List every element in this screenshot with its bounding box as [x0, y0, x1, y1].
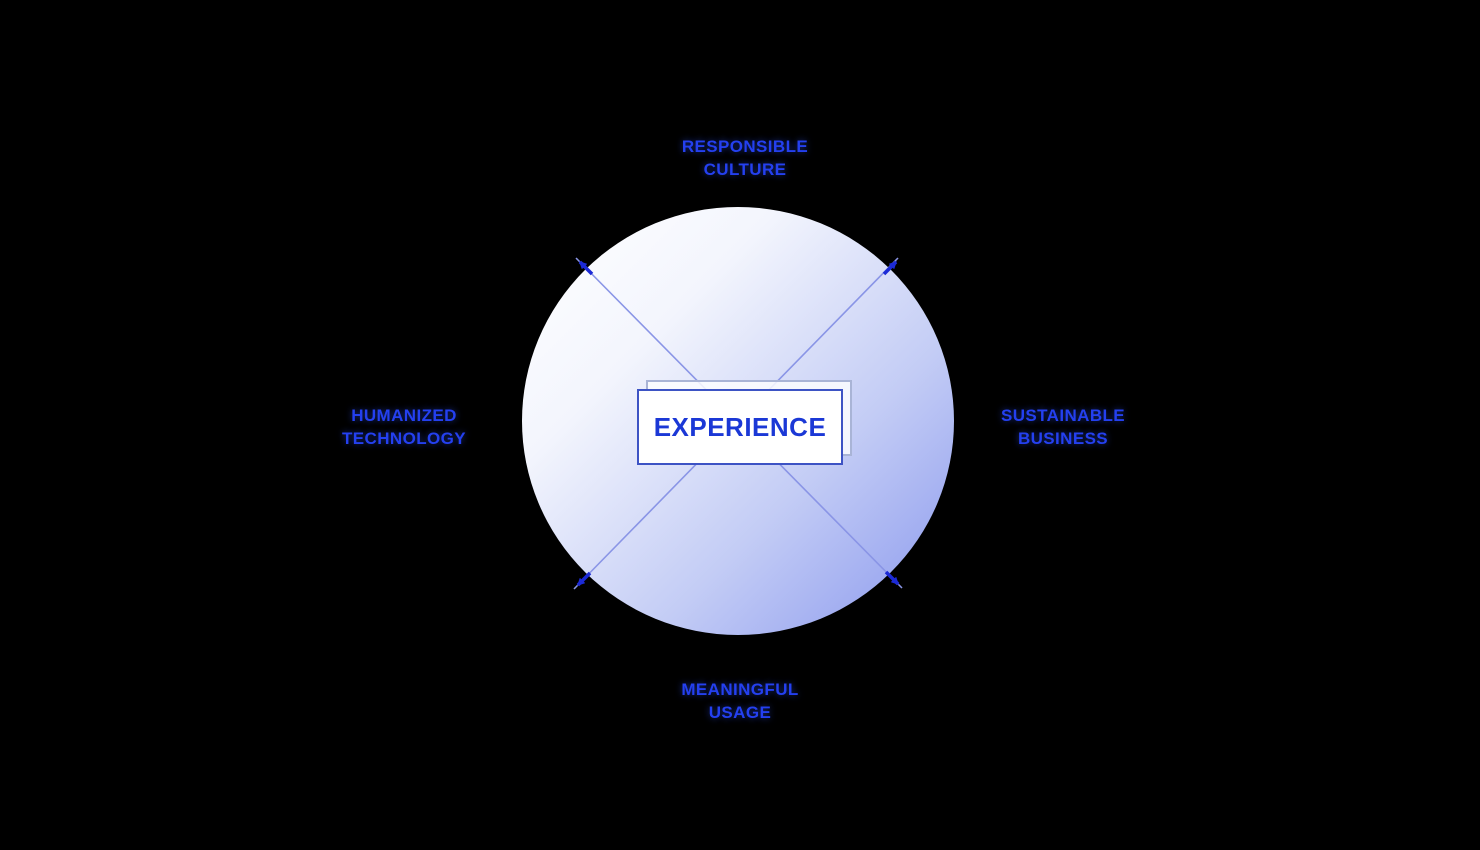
arrow-top-left-icon [578, 260, 594, 276]
node-label-line: SUSTAINABLE [1000, 406, 1126, 425]
node-label-responsible-culture: RESPONSIBLE CULTURE [682, 135, 808, 181]
arrow-bottom-left-icon [576, 571, 592, 587]
node-label-line: TECHNOLOGY [342, 429, 466, 448]
center-card: EXPERIENCE [637, 389, 843, 465]
center-card-label: EXPERIENCE [653, 411, 827, 442]
node-label-sustainable-business: SUSTAINABLE BUSINESS [1001, 404, 1125, 450]
arrow-top-right-icon [882, 260, 898, 276]
node-label-line: RESPONSIBLE [681, 137, 809, 156]
node-label-line: USAGE [708, 703, 772, 722]
node-label-meaningful-usage: MEANINGFUL USAGE [681, 678, 798, 724]
node-label-line: BUSINESS [1017, 429, 1109, 448]
arrow-bottom-right-icon [884, 570, 900, 586]
node-label-humanized-technology: HUMANIZED TECHNOLOGY [342, 404, 466, 450]
node-label-line: MEANINGFUL [681, 680, 799, 699]
node-label-line: CULTURE [703, 160, 787, 179]
node-label-line: HUMANIZED [351, 406, 457, 425]
